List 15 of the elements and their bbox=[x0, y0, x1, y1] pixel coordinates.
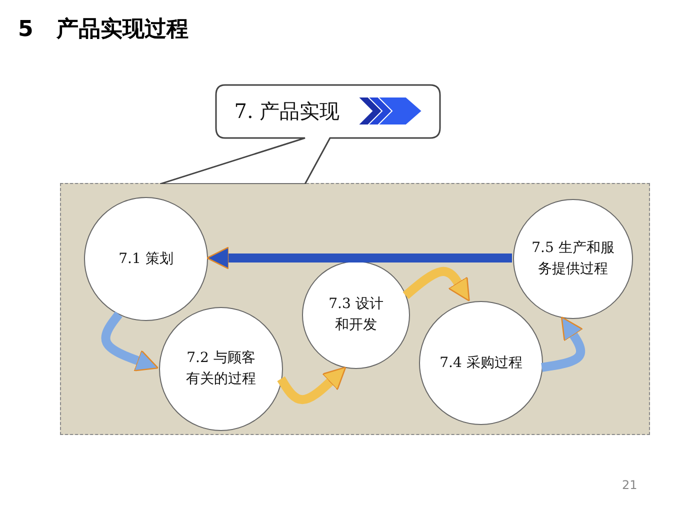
arrow bbox=[402, 266, 470, 302]
arrow bbox=[541, 316, 586, 372]
node-label: 7.3 设计和开发 bbox=[328, 295, 384, 335]
node-label: 7. 产品实现 bbox=[234, 98, 340, 125]
node-label: 7.5 生产和服务提供过程 bbox=[530, 239, 616, 279]
panel-background bbox=[60, 183, 650, 435]
arrow bbox=[101, 311, 159, 372]
node-label: 7.4 采购过程 bbox=[438, 354, 524, 372]
arrow bbox=[277, 366, 346, 404]
slide-title: 5 产品实现过程 bbox=[18, 16, 188, 44]
node-label: 7.1 策划 bbox=[118, 250, 174, 268]
node-label: 7.2 与顾客有关的过程 bbox=[185, 349, 257, 389]
arrow bbox=[206, 246, 512, 270]
callout-bubble bbox=[160, 84, 441, 184]
page-number: 21 bbox=[622, 478, 638, 492]
